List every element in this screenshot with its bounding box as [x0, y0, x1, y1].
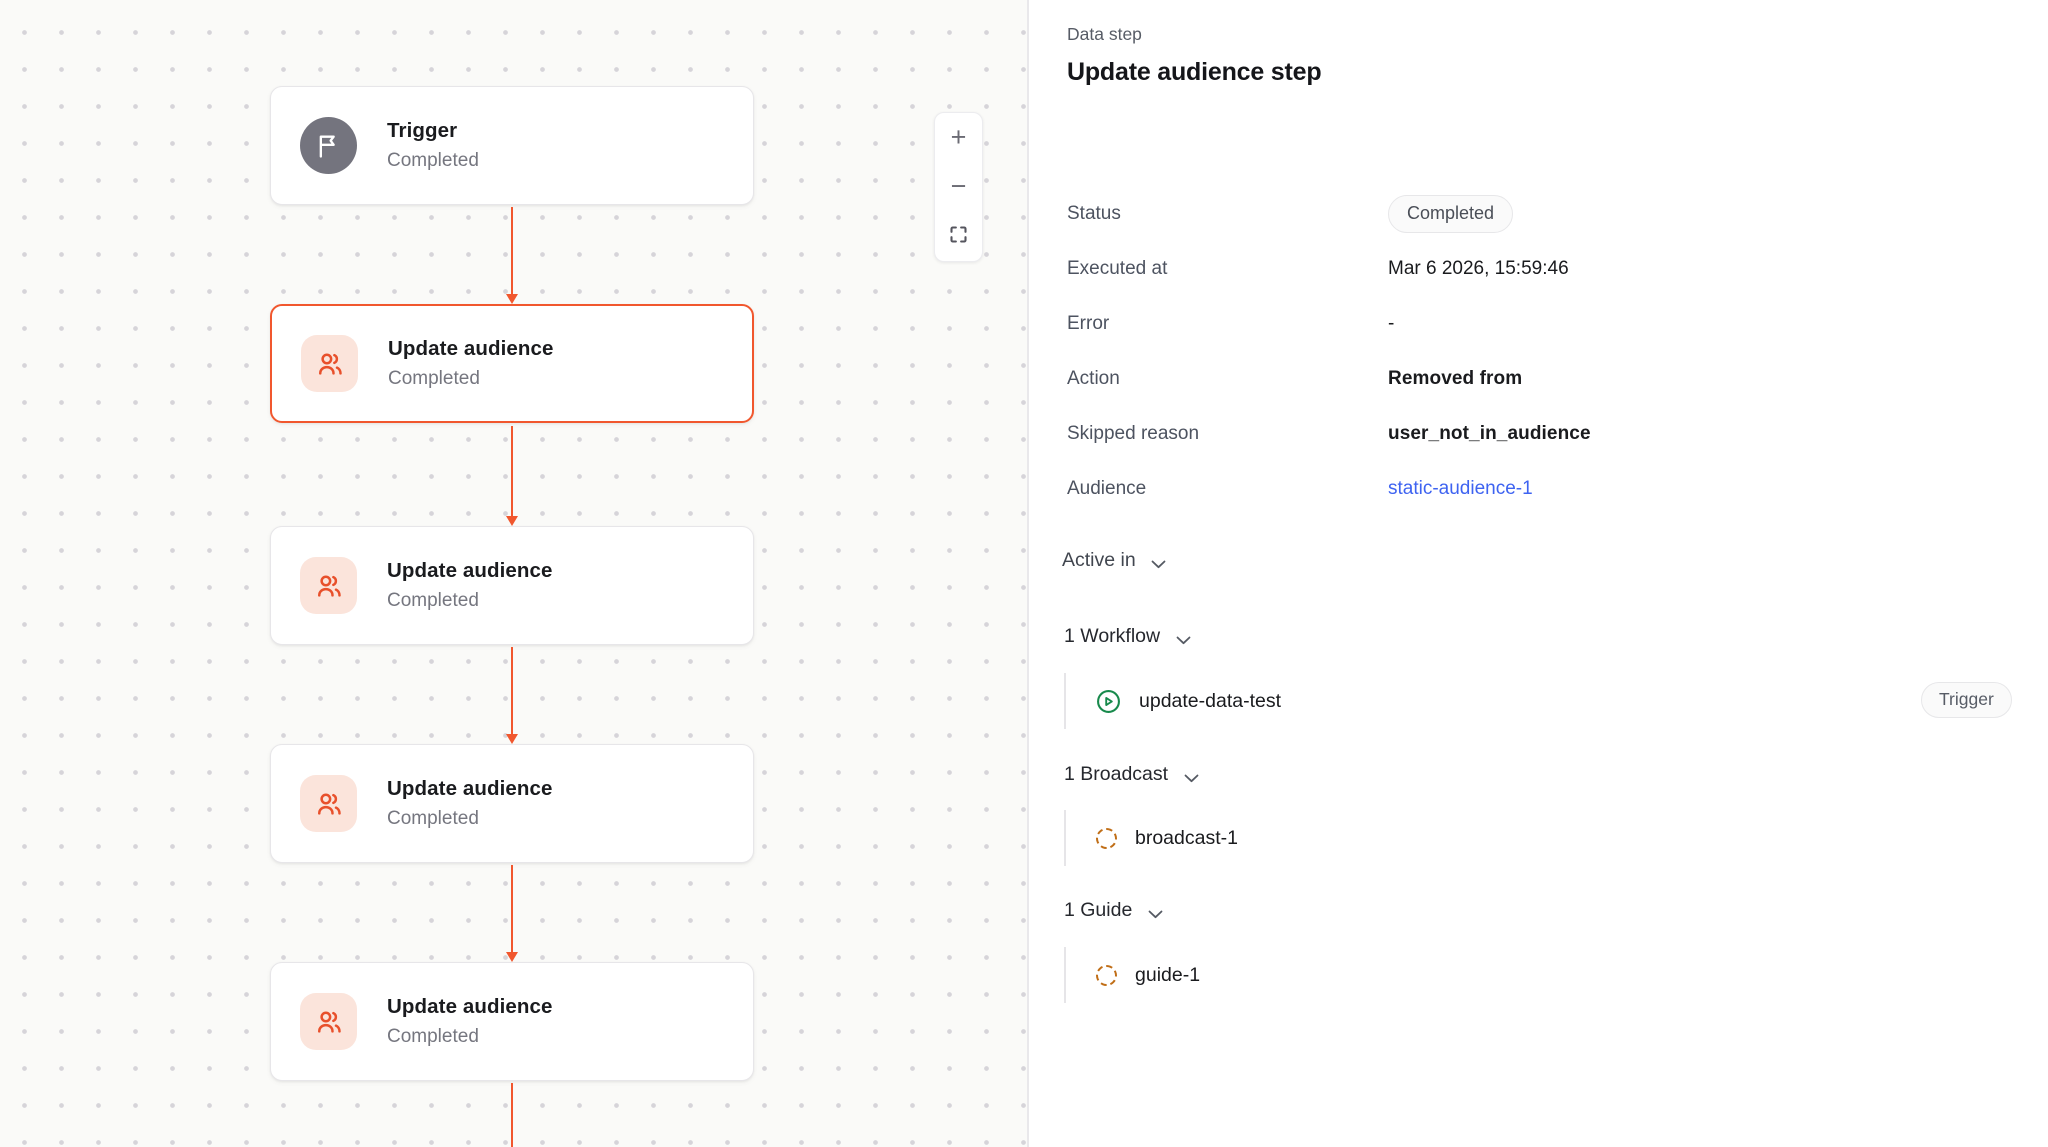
- section-guide-toggle[interactable]: 1 Guide: [1064, 899, 1163, 922]
- error-row: Error -: [1067, 304, 2027, 344]
- node-status: Completed: [388, 368, 480, 389]
- section-broadcast-label: 1 Broadcast: [1064, 763, 1169, 785]
- broadcast-item-name: broadcast-1: [1135, 826, 1238, 849]
- executed-at-value: Mar 6 2026, 15:59:46: [1388, 258, 1569, 279]
- node-update-audience[interactable]: Update audience Completed: [270, 526, 754, 645]
- plus-icon: +: [950, 122, 967, 153]
- section-workflow-label: 1 Workflow: [1064, 625, 1161, 647]
- executed-at-label: Executed at: [1067, 258, 1168, 279]
- connector-line: [511, 1083, 513, 1147]
- chevron-down-icon: [1151, 556, 1166, 569]
- chevron-down-icon: [1176, 632, 1191, 645]
- page-title: Update audience step: [1067, 58, 1322, 86]
- error-label: Error: [1067, 313, 1110, 334]
- node-status: Completed: [387, 590, 479, 611]
- step-details-panel: Data step Update audience step Status Co…: [1029, 0, 2048, 1147]
- dashed-circle-icon: [1096, 964, 1117, 986]
- active-in-toggle[interactable]: Active in: [1062, 549, 1166, 572]
- audience-link[interactable]: static-audience-1: [1388, 478, 1533, 499]
- users-icon: [300, 557, 357, 614]
- node-update-audience-selected[interactable]: Update audience Completed: [270, 304, 754, 423]
- node-status: Completed: [387, 808, 479, 829]
- broadcast-item[interactable]: broadcast-1: [1064, 810, 1238, 866]
- node-title: Trigger: [387, 119, 458, 142]
- workflow-trigger-chip: Trigger: [1921, 682, 2012, 718]
- users-icon: [301, 335, 358, 392]
- node-title: Update audience: [388, 337, 554, 360]
- canvas-zoom-controls: + −: [934, 112, 983, 262]
- section-workflow-toggle[interactable]: 1 Workflow: [1064, 625, 1191, 648]
- node-title: Update audience: [387, 777, 553, 800]
- action-value: Removed from: [1388, 368, 1523, 389]
- node-status: Completed: [387, 150, 479, 171]
- section-broadcast-toggle[interactable]: 1 Broadcast: [1064, 763, 1199, 786]
- skipped-reason-label: Skipped reason: [1067, 423, 1200, 444]
- active-in-label: Active in: [1062, 549, 1136, 571]
- workflow-item[interactable]: update-data-test: [1064, 673, 1281, 729]
- status-row: Status Completed: [1067, 194, 2027, 234]
- guide-item-name: guide-1: [1135, 963, 1201, 986]
- node-title: Update audience: [387, 559, 553, 582]
- error-value: -: [1388, 313, 1395, 334]
- section-guide-label: 1 Guide: [1064, 899, 1133, 921]
- status-label: Status: [1067, 203, 1121, 224]
- workflow-item-name: update-data-test: [1139, 689, 1282, 712]
- workflow-canvas[interactable]: Trigger Completed Update audience Comple…: [0, 0, 1027, 1147]
- node-status: Completed: [387, 1026, 479, 1047]
- chevron-down-icon: [1148, 906, 1163, 919]
- executed-at-row: Executed at Mar 6 2026, 15:59:46: [1067, 249, 2027, 289]
- connector-arrow: [506, 865, 518, 962]
- guide-item[interactable]: guide-1: [1064, 947, 1200, 1003]
- panel-divider: [1027, 0, 1029, 1147]
- connector-arrow: [506, 207, 518, 304]
- connector-arrow: [506, 426, 518, 526]
- node-update-audience[interactable]: Update audience Completed: [270, 744, 754, 863]
- users-icon: [300, 775, 357, 832]
- play-circle-icon: [1096, 689, 1121, 714]
- zoom-in-button[interactable]: +: [935, 113, 982, 162]
- flag-icon: [300, 117, 357, 174]
- audience-row: Audience static-audience-1: [1067, 469, 2027, 509]
- node-trigger[interactable]: Trigger Completed: [270, 86, 754, 205]
- status-badge: Completed: [1388, 195, 1514, 233]
- action-row: Action Removed from: [1067, 359, 2027, 399]
- audience-label: Audience: [1067, 478, 1147, 499]
- action-label: Action: [1067, 368, 1120, 389]
- skipped-reason-row: Skipped reason user_not_in_audience: [1067, 414, 2027, 454]
- node-title: Update audience: [387, 995, 553, 1018]
- chevron-down-icon: [1184, 770, 1199, 783]
- node-update-audience[interactable]: Update audience Completed: [270, 962, 754, 1081]
- skipped-reason-value: user_not_in_audience: [1388, 423, 1591, 444]
- connector-arrow: [506, 647, 518, 744]
- fit-view-icon: [948, 223, 969, 250]
- zoom-out-button[interactable]: −: [935, 162, 982, 211]
- step-type-label: Data step: [1067, 24, 1142, 44]
- dashed-circle-icon: [1096, 827, 1117, 849]
- fit-view-button[interactable]: [935, 212, 982, 261]
- minus-icon: −: [950, 171, 967, 202]
- users-icon: [300, 993, 357, 1050]
